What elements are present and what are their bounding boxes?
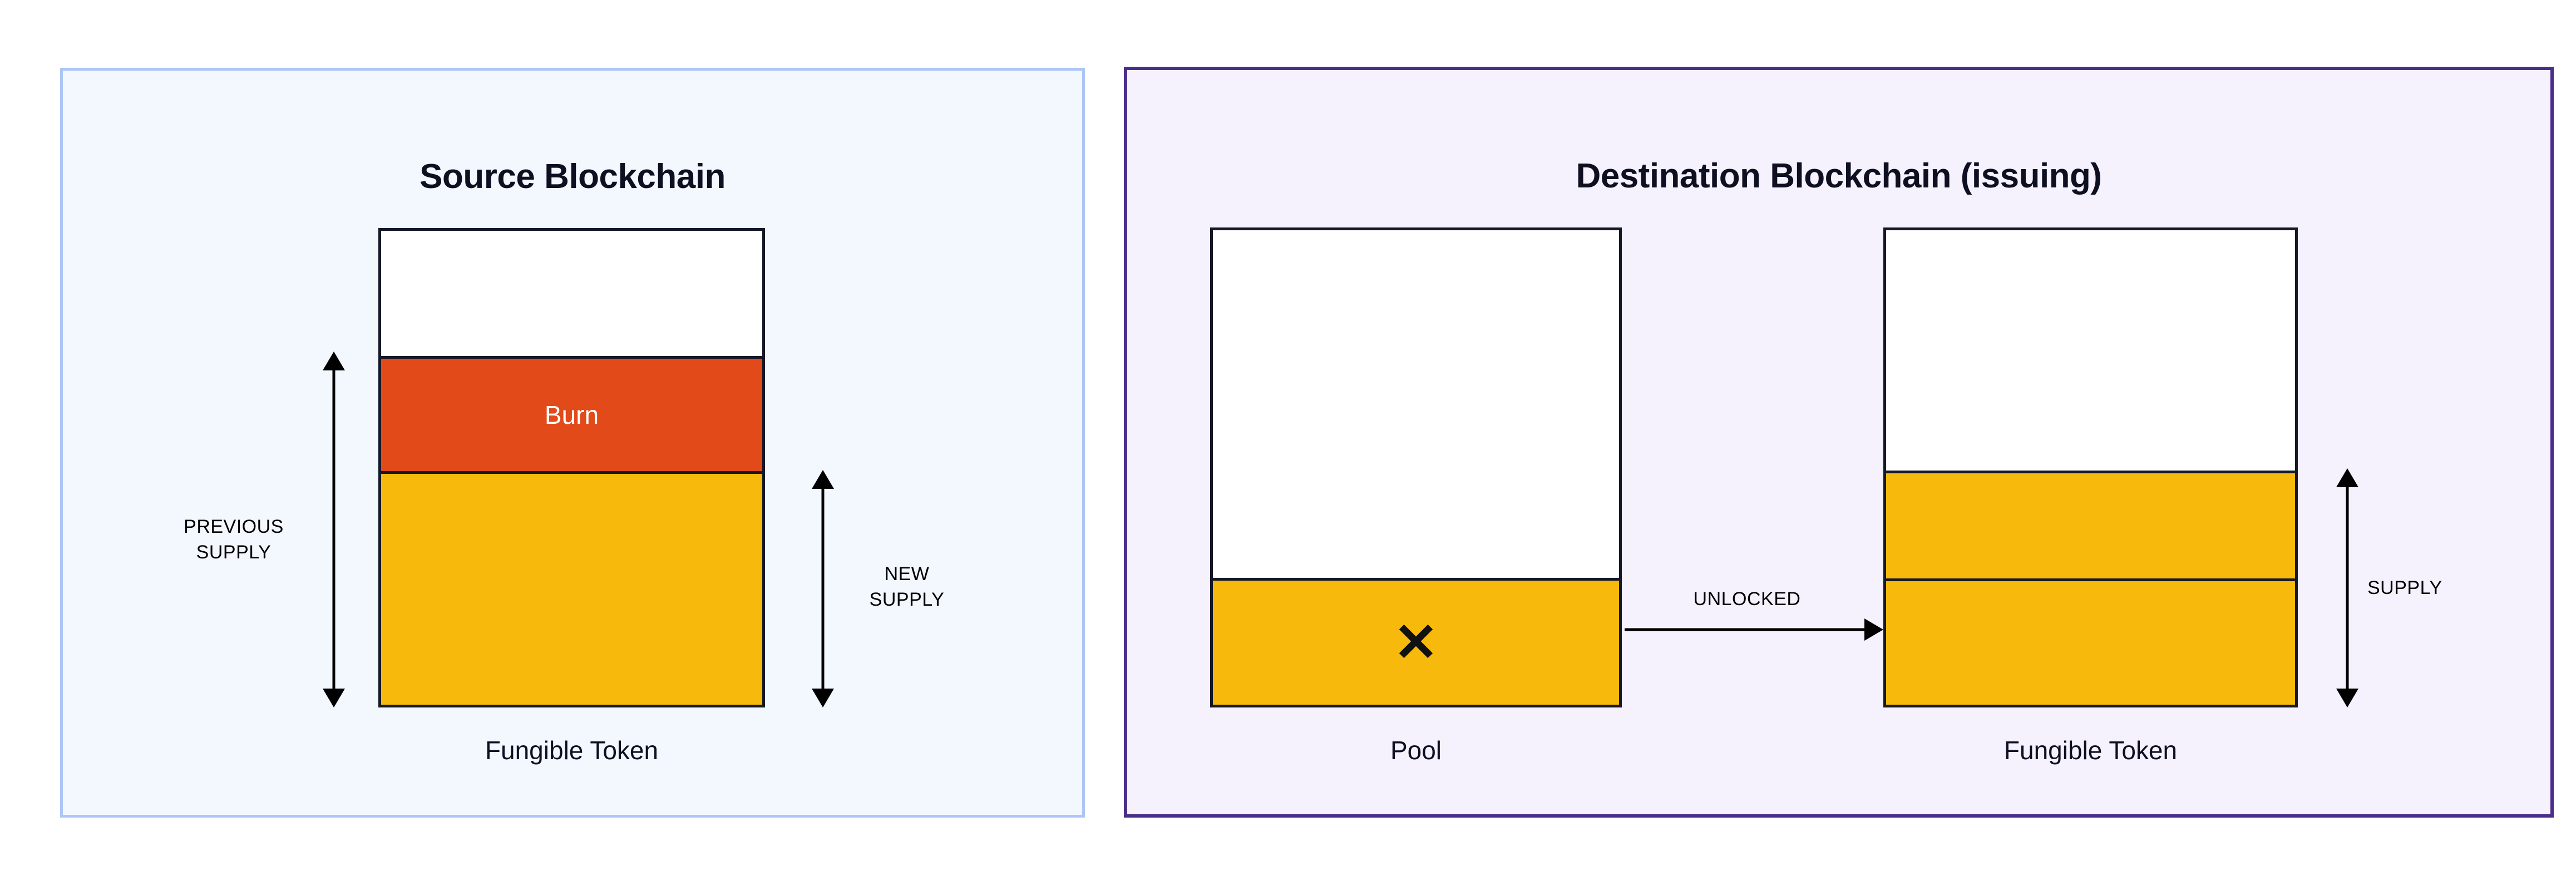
destination-token-existing-supply-segment [1886, 578, 2295, 705]
source-token-empty-segment [381, 231, 762, 356]
supply-measure-arrow [2334, 468, 2361, 707]
previous-supply-arrow-shaft [332, 358, 335, 701]
pool-empty-segment [1213, 230, 1619, 578]
destination-token-minted-supply-segment [1886, 471, 2295, 578]
unlocked-arrowhead [1864, 618, 1883, 641]
previous-supply-label: PREVIOUS SUPPLY [184, 516, 284, 563]
supply-label: SUPPLY [2367, 577, 2442, 598]
burn-label: Burn [544, 400, 599, 429]
source-token-caption: Fungible Token [485, 736, 659, 765]
unlocked-flow-arrow [1625, 618, 1883, 641]
previous-supply-measure-arrow [320, 352, 347, 707]
unlocked-flow-label: UNLOCKED [1693, 588, 1801, 610]
close-x-icon: ✕ [1393, 612, 1439, 672]
new-supply-arrowhead-down [812, 689, 834, 707]
source-token-remaining-supply-segment [381, 474, 762, 705]
destination-token-caption: Fungible Token [2003, 736, 2178, 765]
source-fungible-token-box: Burn [378, 228, 765, 707]
pool-caption: Pool [1390, 736, 1442, 765]
destination-fungible-token-box [1883, 227, 2298, 707]
new-supply-arrow-shaft [821, 477, 825, 701]
destination-panel-title: Destination Blockchain (issuing) [1576, 157, 2102, 195]
supply-arrowhead-down [2336, 689, 2358, 707]
pool-balance-segment: ✕ [1213, 578, 1619, 705]
supply-arrow-shaft [2346, 475, 2349, 701]
destination-token-empty-segment [1886, 230, 2295, 471]
source-token-burn-segment: Burn [381, 356, 762, 474]
source-panel-title: Source Blockchain [420, 157, 726, 196]
previous-supply-arrowhead-down [323, 689, 345, 707]
new-supply-label: NEW SUPPLY [869, 563, 945, 610]
unlocked-arrow-shaft [1625, 628, 1867, 631]
pool-box: ✕ [1210, 227, 1622, 707]
new-supply-measure-arrow [810, 470, 836, 707]
